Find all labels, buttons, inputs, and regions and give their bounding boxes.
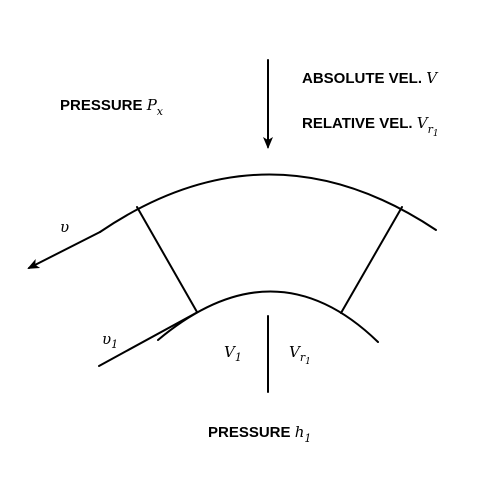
pressure-top-text: PRESSURE (60, 97, 147, 114)
right-radial-line (340, 206, 403, 314)
pressure-bottom-label: PRESSURE h1 (208, 423, 311, 445)
absolute-velocity-var: V (426, 69, 439, 87)
blade-velocity-var: υ (60, 218, 69, 236)
pressure-top-sub: x (157, 105, 164, 118)
outer-arc (99, 173, 437, 233)
relative-velocity-subsub: 1 (433, 129, 439, 139)
blade-velocity-arrow (27, 231, 101, 269)
pressure-top-var: P (146, 96, 158, 114)
pressure-bottom-sub: 1 (304, 432, 311, 445)
inlet-tangent-line (98, 312, 197, 367)
inlet-relative-subsub: 1 (305, 357, 311, 367)
relative-velocity-sub: r (428, 123, 434, 136)
inlet-relative-sub: r (300, 351, 306, 364)
relative-velocity-text: RELATIVE VEL. (302, 115, 417, 132)
relative-velocity-label: RELATIVE VEL. Vr1 (302, 114, 439, 139)
absolute-velocity-label: ABSOLUTE VEL. V (302, 69, 439, 87)
inlet-relative-var: V (289, 343, 302, 361)
absolute-velocity-text: ABSOLUTE VEL. (302, 70, 426, 87)
inlet-velocity-sub: 1 (235, 351, 242, 364)
inlet-velocity-label: V1 (224, 343, 242, 364)
inlet-velocity-var: V (224, 343, 237, 361)
blade-velocity-1-sub: 1 (111, 338, 118, 351)
left-radial-line (136, 206, 198, 313)
inlet-relative-label: Vr1 (289, 343, 311, 367)
blade-velocity-1-var: υ (102, 330, 111, 348)
pressure-bottom-var: h (295, 423, 305, 441)
blade-velocity-1-label: υ1 (102, 330, 118, 351)
blade-velocity-label: υ (60, 218, 69, 236)
pressure-bottom-text: PRESSURE (208, 424, 295, 441)
relative-velocity-var: V (417, 114, 430, 132)
pressure-top-label: PRESSURE Px (60, 96, 164, 118)
